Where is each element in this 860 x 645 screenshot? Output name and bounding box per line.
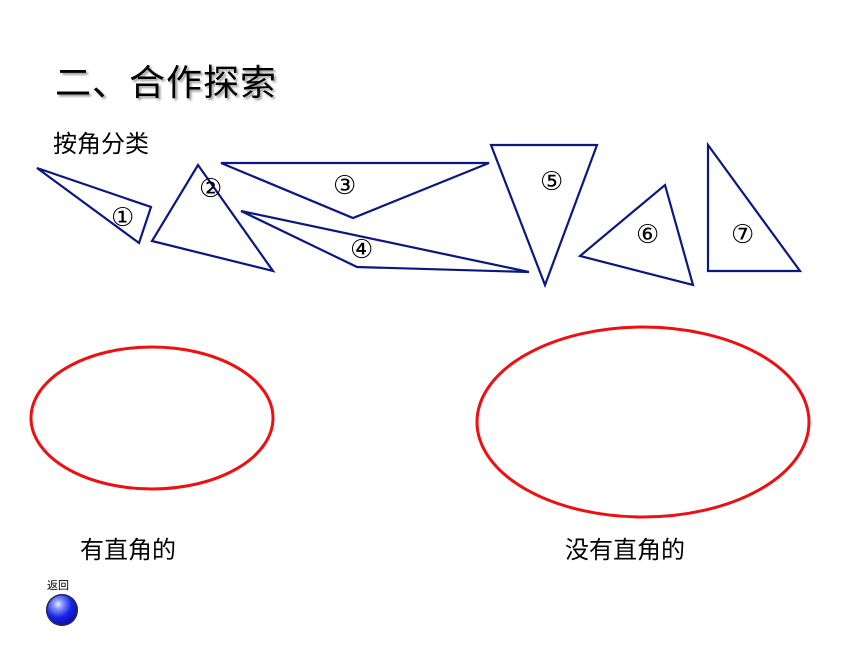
triangle-4-label: ④ (350, 235, 373, 265)
right-angle-caption: 有直角的 (80, 536, 176, 564)
triangle-6[interactable]: ⑥ (577, 183, 695, 287)
triangle-7[interactable]: ⑦ (706, 141, 803, 273)
triangle-7-label: ⑦ (731, 220, 754, 250)
back-button[interactable] (46, 594, 78, 626)
triangle-2[interactable]: ② (150, 162, 276, 273)
triangle-3-label: ③ (333, 171, 356, 201)
triangle-2-label: ② (199, 174, 222, 204)
triangle-4[interactable]: ④ (240, 209, 530, 274)
triangle-1-label: ① (111, 203, 134, 233)
slide-title: 二、合作探索 (55, 63, 278, 104)
back-label: 返回 (47, 579, 69, 592)
triangle-1[interactable]: ① (36, 166, 153, 245)
no-right-angle-zone[interactable] (475, 325, 811, 519)
triangle-3[interactable]: ③ (220, 161, 490, 220)
subtitle-classify-by-angle: 按角分类 (53, 130, 149, 158)
right-angle-zone[interactable] (29, 345, 275, 491)
no-right-angle-caption: 没有直角的 (565, 536, 685, 564)
triangle-5[interactable]: ⑤ (489, 143, 599, 289)
triangle-5-label: ⑤ (540, 167, 563, 197)
triangle-6-label: ⑥ (636, 220, 659, 250)
